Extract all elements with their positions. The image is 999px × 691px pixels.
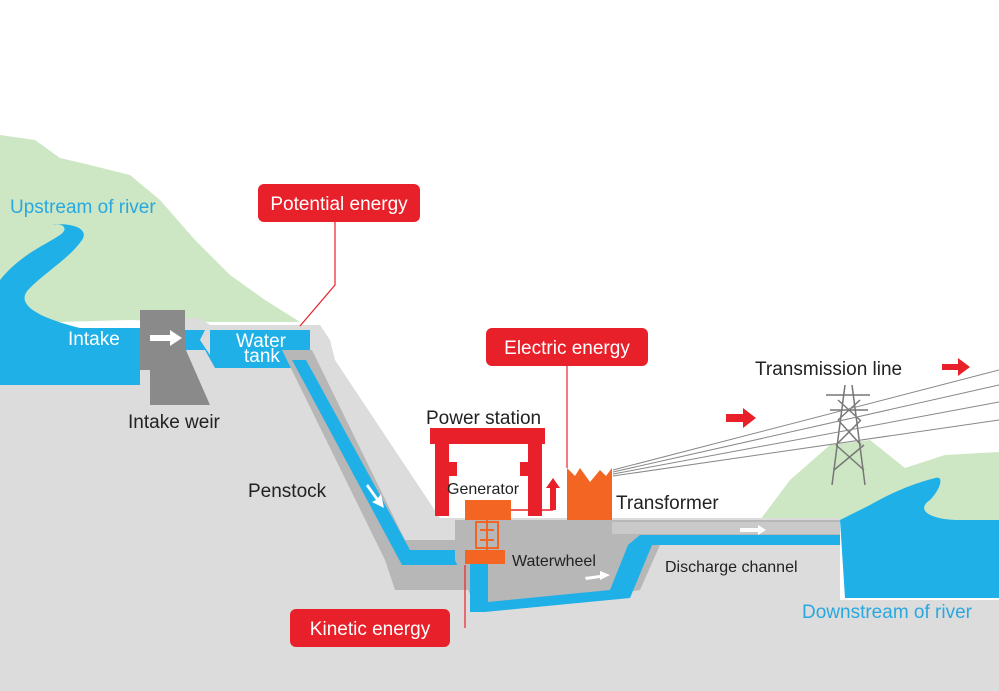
electric-energy-label: Electric energy	[504, 338, 630, 359]
intake-flow-arrow	[150, 330, 182, 346]
power-out-arrow-1	[726, 408, 756, 428]
intake-channel	[0, 328, 140, 385]
transformer	[567, 468, 612, 520]
transmission-wires	[612, 369, 999, 477]
penstock-flow-arrow	[366, 484, 384, 508]
left-hill	[0, 135, 300, 322]
power-station-label: Power station	[426, 408, 541, 429]
electric-energy-badge	[486, 328, 648, 366]
kinetic-energy-badge	[290, 609, 450, 647]
downstream-label: Downstream of river	[802, 602, 973, 623]
discharge-channel-label: Discharge channel	[665, 559, 798, 576]
discharge-flow-arrow	[740, 525, 766, 535]
headrace-channel	[185, 330, 310, 368]
waterwheel-box	[465, 550, 505, 564]
intake-weir-label: Intake weir	[128, 412, 221, 433]
transformer-label: Transformer	[616, 493, 719, 514]
intake-weir	[140, 310, 210, 405]
potential-energy-badge	[258, 184, 420, 222]
penstock-label: Penstock	[248, 481, 327, 502]
waterwheel-label: Waterwheel	[512, 553, 596, 570]
potential-energy-label: Potential energy	[270, 194, 408, 215]
upstream-river	[0, 224, 84, 345]
right-hill	[760, 440, 999, 520]
power-station-frame	[430, 428, 545, 516]
transmission-line-label: Transmission line	[755, 359, 902, 380]
ground	[0, 318, 999, 691]
water-tank-label-line1: Water	[236, 331, 287, 352]
potential-leader	[299, 222, 336, 327]
penstock-pipe	[292, 360, 470, 565]
generator-box	[465, 500, 511, 520]
kinetic-energy-label: Kinetic energy	[310, 619, 431, 640]
electric-up-arrow	[546, 478, 560, 510]
intake-label: Intake	[68, 329, 120, 350]
water-tank-label-line2: tank	[244, 346, 280, 367]
upstream-label: Upstream of river	[10, 197, 156, 218]
tailrace-channel	[470, 535, 840, 612]
downstream-river	[840, 477, 999, 598]
waterwheel-shaft	[475, 518, 499, 555]
generator-label: Generator	[447, 481, 520, 498]
power-out-arrow-2	[942, 358, 970, 376]
tailrace-wall	[612, 522, 840, 534]
tailrace-flow-arrow	[585, 571, 610, 580]
